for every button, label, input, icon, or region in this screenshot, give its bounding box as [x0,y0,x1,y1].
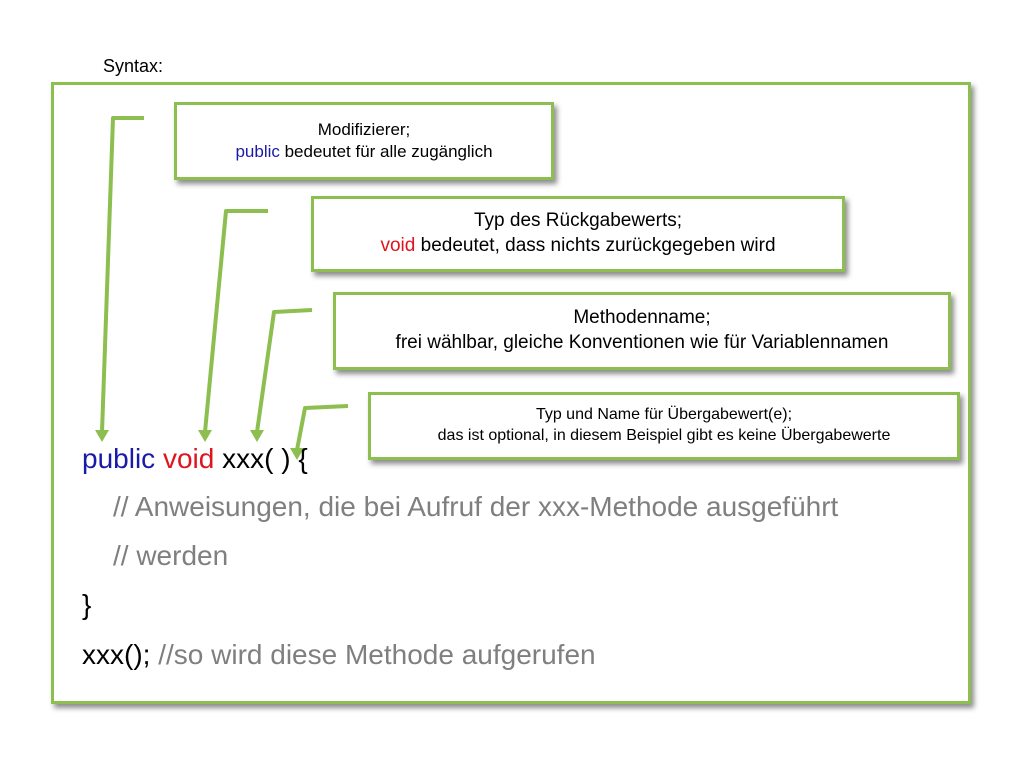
keyword-void: void [380,235,416,256]
code-method-call: xxx(); [82,639,159,670]
arrow-modifier [95,430,109,442]
code-comment-line-2: // werden [113,540,229,571]
callout-method-name-text: frei wählbar, gleiche Konventionen wie f… [395,332,889,353]
code-keyword-void: void [162,443,215,474]
code-method-signature: xxx( ) { [214,443,308,474]
arrow-parameters [290,448,304,460]
callout-return-type-text: void bedeutet, dass nichts zurückgegeben… [314,234,842,259]
code-call-comment: //so wird diese Methode aufgerufen [158,639,596,670]
connector-return-type [203,209,268,433]
callout-modifier-text: public bedeutet für alle zugänglich [177,141,551,163]
callout-method-name: Methodenname; frei wählbar, gleiche Konv… [333,292,951,370]
code-keyword-public: public [82,443,156,474]
callout-parameters: Typ und Name für Übergabewert(e); das is… [368,392,960,460]
connector-parameters [295,404,349,451]
arrow-return-type [198,430,212,442]
callout-return-type-rest: bedeutet, dass nichts zurückgegeben wird [415,235,776,256]
code-line-declaration: public void xxx( ) { [82,443,308,475]
connector-modifier [100,116,144,433]
code-call-line: xxx(); //so wird diese Methode aufgerufe… [82,639,596,671]
keyword-public: public [235,142,280,161]
callout-return-type-title: Typ des Rückgabewerts; [473,210,683,232]
arrow-method-name [250,430,264,442]
callout-return-type: Typ des Rückgabewerts; void bedeutet, da… [311,196,845,272]
callout-modifier-title: Modifizierer; [317,119,411,139]
callout-method-name-title: Methodenname; [573,307,711,329]
syntax-heading: Syntax: [103,56,164,76]
callout-parameters-text: das ist optional, in diesem Beispiel gib… [437,427,891,444]
syntax-frame [51,82,971,704]
callout-parameters-title: Typ und Name für Übergabewert(e); [535,406,793,424]
connector-method-name [255,308,313,433]
callout-modifier-rest: bedeutet für alle zugänglich [279,142,493,161]
callout-modifier: Modifizierer; public bedeutet für alle z… [174,102,554,180]
code-comment-line-1: // Anweisungen, die bei Aufruf der xxx-M… [113,491,839,522]
code-closing-brace: } [82,589,92,620]
